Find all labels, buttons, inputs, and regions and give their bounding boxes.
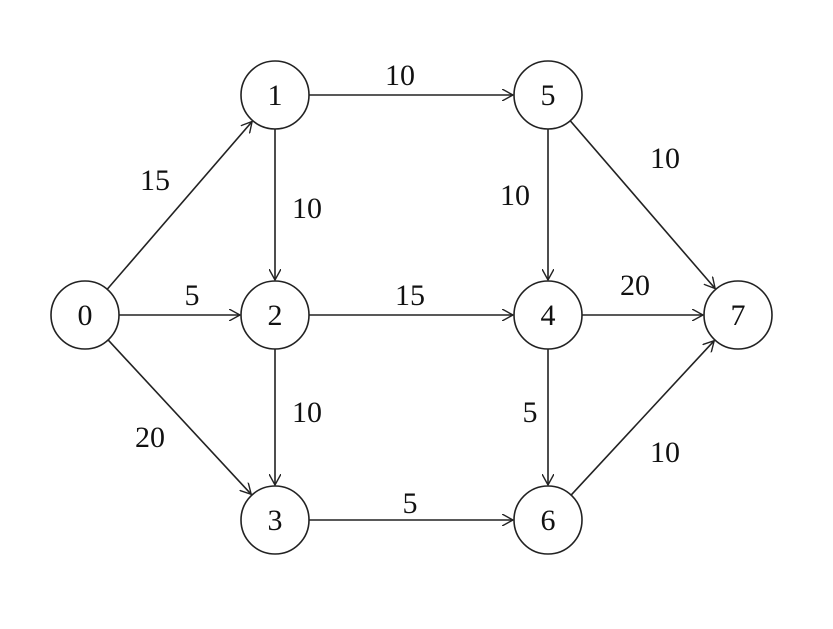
node-4: 4 [513, 280, 583, 350]
node-label: 4 [541, 299, 556, 332]
edge-weight-1-2: 10 [292, 192, 322, 225]
node-0: 0 [50, 280, 120, 350]
edge-weight-5-7: 10 [650, 142, 680, 175]
edge-weight-0-1: 15 [140, 164, 170, 197]
node-3: 3 [240, 485, 310, 555]
node-circle [240, 60, 310, 130]
edge-weight-2-4: 15 [395, 279, 425, 312]
node-6: 6 [513, 485, 583, 555]
node-5: 5 [513, 60, 583, 130]
node-circle [50, 280, 120, 350]
node-circle [513, 60, 583, 130]
node-label: 0 [78, 299, 93, 332]
node-label: 7 [731, 299, 746, 332]
node-2: 2 [240, 280, 310, 350]
edge-weight-2-3: 10 [292, 396, 322, 429]
edge-weight-5-4: 10 [500, 179, 530, 212]
node-circle [703, 280, 773, 350]
edge-weight-3-6: 5 [403, 487, 418, 520]
edge-weight-4-6: 5 [523, 396, 538, 429]
node-7: 7 [703, 280, 773, 350]
edge-weight-4-7: 20 [620, 269, 650, 302]
node-label: 1 [268, 79, 283, 112]
edge-0-3 [107, 339, 251, 494]
edge-weight-1-5: 10 [385, 59, 415, 92]
node-label: 3 [268, 504, 283, 537]
edge-6-7 [570, 341, 714, 496]
node-circle [240, 485, 310, 555]
edge-weight-6-7: 10 [650, 436, 680, 469]
edge-weight-0-2: 5 [185, 279, 200, 312]
node-label: 5 [541, 79, 556, 112]
node-circle [240, 280, 310, 350]
node-label: 2 [268, 299, 283, 332]
edge-weight-0-3: 20 [135, 421, 165, 454]
node-1: 1 [240, 60, 310, 130]
node-circle [513, 485, 583, 555]
edge-5-7 [569, 120, 715, 289]
node-label: 6 [541, 504, 556, 537]
node-circle [513, 280, 583, 350]
edge-0-1 [106, 121, 252, 290]
